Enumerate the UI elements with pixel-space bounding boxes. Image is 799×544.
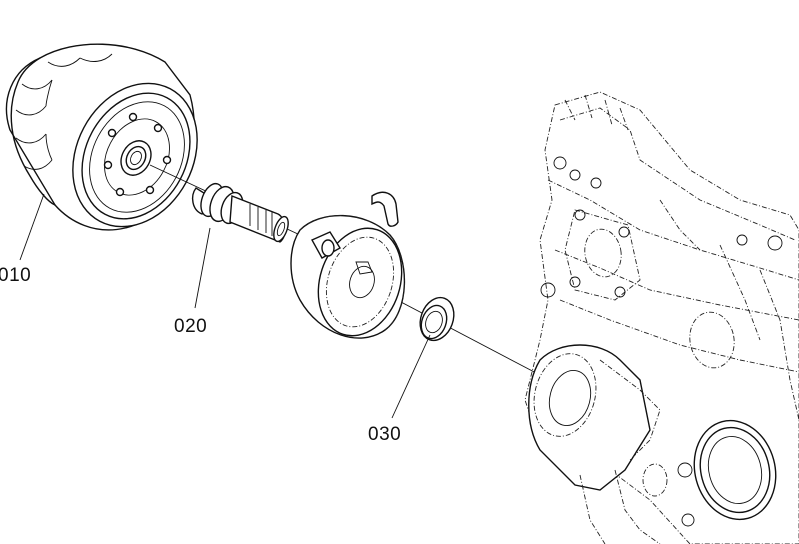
leader-010 — [19, 193, 45, 261]
callout-020: 020 — [174, 316, 208, 337]
leader-020 — [194, 227, 211, 309]
oil-filter-drawing — [5, 43, 198, 231]
oil-cooler-drawing — [290, 191, 406, 339]
engine-block-drawing — [524, 91, 799, 544]
callout-030: 030 — [368, 424, 402, 445]
leader-030 — [391, 334, 431, 419]
joint-drawing — [191, 182, 289, 243]
callout-010: 010 — [0, 265, 32, 286]
oil-seal-drawing — [419, 296, 455, 342]
